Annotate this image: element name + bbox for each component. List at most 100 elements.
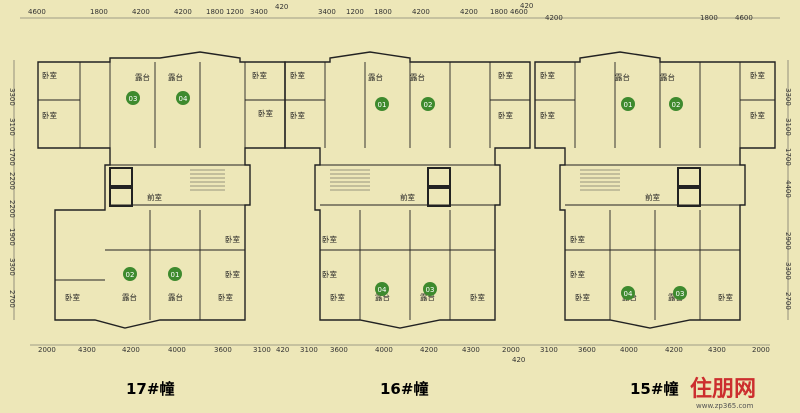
dim-bottom-8: 3100: [300, 346, 318, 354]
dim-left-4: 2200: [8, 172, 16, 190]
elevator-15-b: [677, 187, 701, 207]
dim-right-5: 2900: [784, 232, 792, 250]
room-17-bed-1: 卧室: [42, 70, 57, 80]
unit-badges: 03 04 01 02 01 02 02 01 04 03 04 03: [123, 91, 687, 300]
dim-bottom-r4: 4200: [665, 346, 683, 354]
dim-left-3: 1700: [8, 148, 16, 166]
dim-bottom-r6: 2000: [752, 346, 770, 354]
room-15-bed-8: 卧室: [718, 292, 733, 302]
room-17-bed-3: 卧室: [252, 70, 267, 80]
dim-bottom-9: 3600: [330, 346, 348, 354]
dim-bottom-mid: 420: [512, 356, 525, 364]
svg-text:02: 02: [672, 101, 681, 109]
room-15-bed-1: 卧室: [540, 70, 555, 80]
room-17-bed-7: 卧室: [65, 292, 80, 302]
dim-bottom-10: 4000: [375, 346, 393, 354]
unit-badge: 02: [669, 97, 683, 111]
dim-left-1: 3300: [8, 88, 16, 106]
dim-top-15: 4600: [510, 8, 528, 16]
room-16-terrace-4: 露台: [420, 292, 435, 302]
room-16-bed-1: 卧室: [290, 70, 305, 80]
svg-text:03: 03: [676, 290, 685, 298]
building-label-17: 17#幢: [126, 380, 174, 398]
svg-text:01: 01: [378, 101, 387, 109]
dim-right-6: 3300: [784, 262, 792, 280]
room-16-bed-2: 卧室: [290, 110, 305, 120]
dim-bottom-13: 2000: [502, 346, 520, 354]
dim-left-7: 3300: [8, 258, 16, 276]
dim-right-2: 3100: [784, 118, 792, 136]
unit-badge: 03: [673, 286, 687, 300]
svg-text:02: 02: [424, 101, 433, 109]
room-16-bed-6: 卧室: [322, 269, 337, 279]
dim-right-4: 4400: [784, 180, 792, 198]
dim-bottom-r2: 3600: [578, 346, 596, 354]
room-17-bed-4: 卧室: [258, 108, 273, 118]
dim-bottom-2: 4300: [78, 346, 96, 354]
dim-bottom-12: 4300: [462, 346, 480, 354]
elevator-17-b: [109, 187, 133, 207]
dim-bottom-r5: 4300: [708, 346, 726, 354]
dim-top-3: 4200: [132, 8, 150, 16]
dim-top-13: 4200: [460, 8, 478, 16]
dim-top-4: 4200: [174, 8, 192, 16]
unit-badge: 01: [375, 97, 389, 111]
tower-16-outline: [284, 51, 531, 329]
dim-right-7: 2700: [784, 292, 792, 310]
brand-logo-url: www.zp365.com: [696, 402, 754, 410]
dim-bottom-4: 4000: [168, 346, 186, 354]
room-16-terrace-2: 露台: [410, 72, 425, 82]
room-17-terrace-2: 露台: [168, 72, 183, 82]
unit-badge: 04: [375, 282, 389, 296]
room-16-bed-5: 卧室: [322, 234, 337, 244]
room-15-bed-2: 卧室: [540, 110, 555, 120]
room-15-front: 前室: [645, 192, 660, 202]
room-15-bed-5: 卧室: [570, 234, 585, 244]
dim-bottom-11: 4200: [420, 346, 438, 354]
unit-badge: 01: [621, 97, 635, 111]
dim-top-2: 1800: [90, 8, 108, 16]
stair-17: [190, 169, 225, 191]
building-label-15: 15#幢: [630, 380, 678, 398]
unit-badge: 01: [168, 267, 182, 281]
svg-text:01: 01: [624, 101, 633, 109]
dim-top-420-right: 420: [520, 2, 533, 10]
room-16-bed-8: 卧室: [470, 292, 485, 302]
room-17-bed-8: 卧室: [218, 292, 233, 302]
dim-top-mid: 420: [275, 3, 288, 11]
room-17-front: 前室: [147, 192, 162, 202]
elevator-16-a: [427, 167, 451, 187]
unit-badge: 02: [123, 267, 137, 281]
dim-right-1: 3300: [784, 88, 792, 106]
tower-17-outline: [37, 51, 286, 329]
stair-15: [580, 169, 620, 191]
dim-top-11: 1800: [374, 8, 392, 16]
dim-bottom-r1: 3100: [540, 346, 558, 354]
dim-bottom-3: 4200: [122, 346, 140, 354]
building-label-16: 16#幢: [380, 380, 428, 398]
dim-bottom-1: 2000: [38, 346, 56, 354]
room-17-bed-2: 卧室: [42, 110, 57, 120]
svg-text:04: 04: [378, 286, 387, 294]
dim-top-7: 3400: [250, 8, 268, 16]
dim-bottom-6: 3100: [253, 346, 271, 354]
room-17-terrace-1: 露台: [135, 72, 150, 82]
dim-top-10: 1200: [346, 8, 364, 16]
dim-top-1: 4600: [28, 8, 46, 16]
dim-top-12: 4200: [412, 8, 430, 16]
unit-badge: 04: [621, 286, 635, 300]
room-15-bed-6: 卧室: [570, 269, 585, 279]
dim-left-8: 2700: [8, 290, 16, 308]
dim-left-6: 1900: [8, 228, 16, 246]
room-16-terrace-3: 露台: [375, 292, 390, 302]
brand-logo: 住朋网 www.zp365.com: [690, 376, 756, 410]
elevator-17-a: [109, 167, 133, 187]
room-15-bed-7: 卧室: [575, 292, 590, 302]
room-16-terrace-1: 露台: [368, 72, 383, 82]
svg-text:04: 04: [179, 95, 188, 103]
dim-right-3: 1700: [784, 148, 792, 166]
room-16-bed-3: 卧室: [498, 70, 513, 80]
svg-text:01: 01: [171, 271, 180, 279]
unit-badge: 02: [421, 97, 435, 111]
